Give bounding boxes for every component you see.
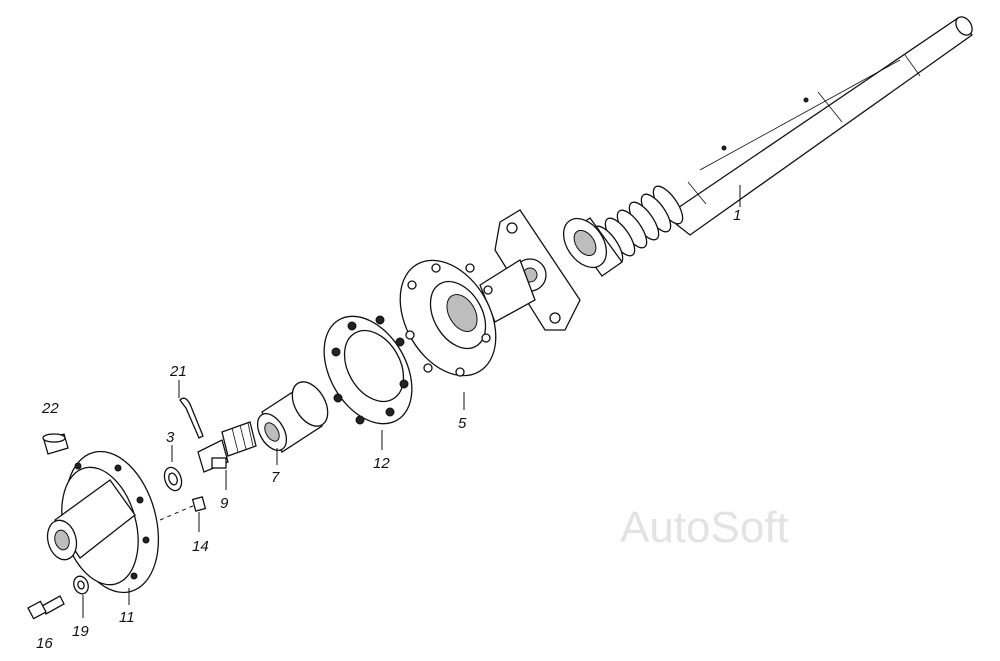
part-14-pin — [191, 496, 207, 512]
leader-lines — [82, 185, 741, 618]
part-7-sleeve — [256, 381, 329, 453]
shaft-end-bush — [562, 217, 623, 277]
part-5-flange — [399, 259, 497, 377]
part-21-cotter-pin — [179, 397, 204, 439]
label-21: 21 — [169, 363, 187, 380]
label-1: 1 — [733, 207, 741, 224]
label-16: 16 — [36, 635, 53, 652]
label-7: 7 — [271, 469, 280, 486]
watermark: AutoSoft — [620, 503, 789, 552]
part-1-shaft — [664, 16, 973, 236]
label-3: 3 — [166, 429, 175, 446]
label-9: 9 — [220, 495, 229, 512]
label-12: 12 — [373, 455, 390, 472]
part-12-cover — [323, 315, 413, 425]
part-11-housing — [46, 450, 196, 594]
label-19: 19 — [72, 623, 89, 640]
part-19-washer — [73, 575, 89, 595]
part-22-cap — [42, 433, 69, 455]
label-11: 11 — [119, 609, 135, 626]
label-5: 5 — [458, 415, 467, 432]
universal-joint-yoke — [479, 209, 581, 331]
spring — [592, 185, 684, 265]
label-22: 22 — [41, 400, 59, 417]
part-3-washer — [163, 466, 183, 492]
label-14: 14 — [192, 538, 209, 555]
part-16-bolt — [27, 595, 65, 620]
part-9-valve-piece — [197, 421, 257, 473]
